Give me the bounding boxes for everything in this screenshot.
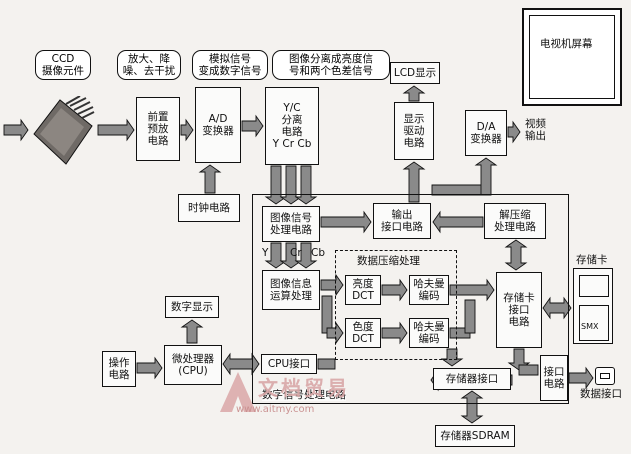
- card-interface-block: 存储卡 接口 电路: [496, 272, 542, 348]
- decompress-block: 解压缩 处理电路: [484, 203, 546, 239]
- memory-card-chip-label: SMX: [581, 322, 599, 331]
- lcd-display-block: LCD显示: [390, 62, 440, 84]
- tv-screen-label: 电视机屏幕: [540, 38, 593, 50]
- card-port-bar: [518, 364, 539, 376]
- memory-interface-block: 存储器接口: [433, 368, 511, 390]
- yc-callout: 图像分离成亮度信 号和两个色差信号: [272, 50, 390, 80]
- preamp-to-ad-arrow: [180, 118, 194, 142]
- compress-title: 数据压缩处理: [357, 255, 420, 267]
- op-to-cpu-arrow: [136, 356, 163, 380]
- ad-to-yc-arrow: [241, 114, 264, 138]
- ad-converter-block: A/D 变换器: [195, 87, 241, 163]
- data-port-label: 数据接口: [580, 388, 622, 400]
- mem-to-sdram-arrow: [460, 390, 484, 424]
- proc-to-info-y-arrow: [264, 242, 288, 269]
- port-to-data-arrow: [568, 366, 594, 390]
- luma-dct-block: 亮度 DCT: [345, 275, 381, 305]
- out-to-da-arrow: [474, 157, 498, 196]
- adc-callout: 模拟信号 变成数字信号: [192, 50, 268, 80]
- cb-label: Cb: [311, 247, 325, 259]
- digital-display-block: 数字显示: [165, 296, 219, 318]
- sdram-block: 存储器SDRAM: [435, 425, 515, 447]
- info-to-luma-arrow: [320, 273, 344, 297]
- chroma-to-huff-arrow: [381, 321, 408, 345]
- proc-to-info-cr-arrow: [279, 242, 303, 269]
- cpu-to-cpuif-arrow: [222, 352, 260, 376]
- luma-to-huff-arrow: [381, 278, 408, 302]
- dsp-title: 数字信号处理电路: [262, 389, 346, 401]
- decompress-card-arrow: [504, 239, 528, 271]
- card-port-block: 接口 电路: [540, 355, 568, 401]
- yc-separation-block: Y/C 分离 电路 Y Cr Cb: [265, 87, 319, 165]
- output-interface-block: 输出 接口电路: [373, 203, 431, 239]
- memory-card: SMX: [573, 268, 613, 344]
- img-to-out-arrow: [320, 210, 372, 234]
- huffman-block-1: 哈夫曼 编码: [409, 275, 449, 305]
- clock-block: 时钟电路: [178, 194, 240, 222]
- video-output-label: 视频 输出: [525, 118, 546, 142]
- ccd-sensor-icon: [30, 95, 96, 170]
- cpu-interface-block: CPU接口: [261, 354, 317, 374]
- dsp-region: [252, 194, 569, 404]
- data-port-icon: [595, 367, 615, 385]
- huffman-block-2: 哈夫曼 编码: [409, 318, 449, 348]
- lcd-driver-to-lcd-arrow: [402, 85, 426, 102]
- card-if-to-card-arrow: [542, 296, 572, 320]
- ccd-label: CCD 摄像元件: [35, 50, 91, 80]
- out-to-lcd-driver-arrow: [402, 161, 426, 203]
- compress-region: [335, 250, 457, 360]
- tv-screen: 电视机屏幕: [522, 8, 622, 106]
- cr-label: Cr: [290, 247, 302, 259]
- y-label: Y: [262, 247, 269, 259]
- chroma-dct-block: 色度 DCT: [345, 318, 381, 348]
- huff2-up-bar: [464, 299, 476, 334]
- lcd-driver-block: 显示 驱动 电路: [394, 102, 434, 160]
- da-converter-block: D/A 变换器: [465, 110, 507, 156]
- clock-to-ad-arrow: [198, 164, 222, 194]
- proc-to-info-cb-arrow: [294, 242, 318, 269]
- image-processing-block: 图像信号 处理电路: [262, 206, 320, 242]
- da-to-video-arrow: [507, 120, 521, 144]
- watermark-url: www.aitmy.com: [236, 404, 315, 415]
- noise-callout: 放大、降 噪、去干扰: [117, 50, 181, 80]
- operation-block: 操作 电路: [102, 351, 136, 387]
- decompress-to-out-arrow: [432, 210, 484, 234]
- watermark-logo: [218, 370, 258, 414]
- cpu-to-display-arrow: [180, 319, 204, 344]
- image-info-block: 图像信息 运算处理: [262, 270, 320, 310]
- preamp-block: 前置 预放 电路: [136, 97, 180, 161]
- cpu-block: 微处理器 (CPU): [164, 345, 222, 385]
- input-arrow: [3, 118, 29, 142]
- ccd-to-preamp-arrow: [97, 118, 135, 142]
- watermark-brand: 文档贸易: [258, 376, 350, 400]
- memory-card-label: 存储卡: [576, 254, 608, 266]
